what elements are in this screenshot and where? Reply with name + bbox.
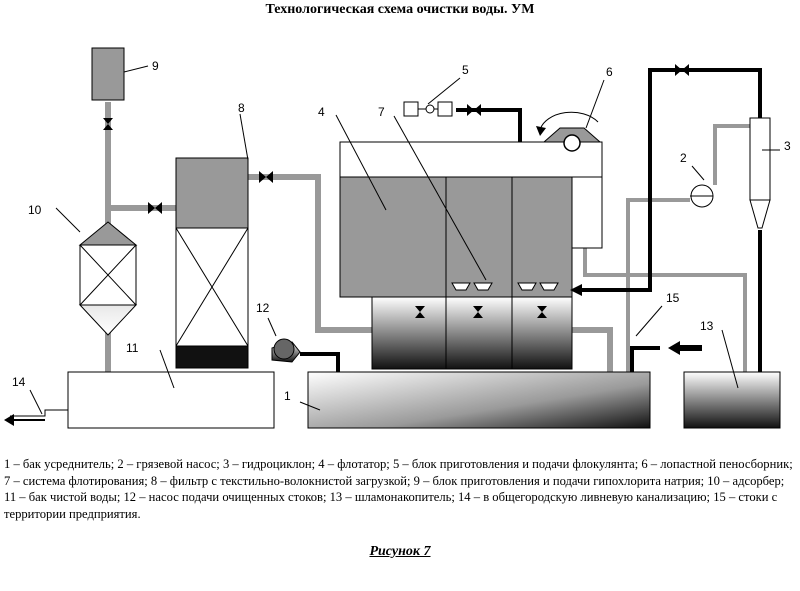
unit-5-flocculant — [403, 101, 453, 117]
unit-10-adsorber — [78, 221, 138, 336]
return-arrow-icon — [570, 284, 582, 296]
pipe-3-overflow — [583, 248, 747, 380]
unit-6-foam-collector — [536, 111, 602, 152]
unit-11-clean-water-tank — [67, 371, 275, 429]
unit-2-mud-pump — [690, 184, 714, 208]
pipe-1-to-2 — [626, 198, 690, 380]
valve-3-top — [675, 64, 689, 76]
pipe-15-inflow — [630, 346, 660, 378]
pipe-2-to-3 — [713, 124, 750, 185]
label-7: 7 — [378, 105, 385, 119]
figure-caption: Рисунок 7 — [369, 544, 431, 559]
label-2: 2 — [680, 151, 687, 165]
legend-text: 1 – бак усреднитель; 2 – грязевой насос;… — [4, 457, 793, 521]
valve-10-to-8 — [148, 202, 162, 214]
label-13: 13 — [700, 319, 714, 333]
label-1: 1 — [284, 389, 291, 403]
label-3: 3 — [784, 139, 791, 153]
label-8: 8 — [238, 101, 245, 115]
unit-12-pump — [271, 338, 301, 363]
label-4: 4 — [318, 105, 325, 119]
unit-3-hydrocyclone — [749, 117, 771, 229]
unit-9-hypochlorite — [91, 47, 125, 101]
valve-9 — [103, 118, 113, 130]
label-15: 15 — [666, 291, 680, 305]
pipe-8-to-1 — [248, 174, 613, 380]
unit-7-flotation-system — [451, 282, 559, 291]
rotation-arrow-icon — [536, 126, 546, 136]
label-14: 14 — [12, 375, 26, 389]
unit-8-filter — [175, 157, 249, 369]
process-diagram: 9 8 4 7 5 6 2 3 10 11 12 1 13 14 15 — [4, 47, 791, 429]
pipe-3-to-6 — [575, 68, 762, 292]
unit-13-sludge-tank — [683, 371, 781, 429]
label-9: 9 — [152, 59, 159, 73]
unit-4-flotator — [339, 141, 603, 370]
label-6: 6 — [606, 65, 613, 79]
outlet-14-arrow-icon — [4, 414, 14, 426]
outlet-14 — [10, 409, 68, 417]
inflow-15-arrow-icon — [668, 341, 680, 355]
valve-8-to-4 — [259, 171, 273, 183]
valve-5 — [467, 104, 481, 116]
diagram-title: Технологическая схема очистки воды. УМ — [265, 2, 535, 17]
pipe-12-out — [300, 352, 340, 372]
label-10: 10 — [28, 203, 42, 217]
label-12: 12 — [256, 301, 270, 315]
leader-lines — [29, 65, 780, 415]
unit-1-equalization-tank — [307, 371, 651, 429]
label-11: 11 — [126, 341, 139, 355]
label-5: 5 — [462, 63, 469, 77]
